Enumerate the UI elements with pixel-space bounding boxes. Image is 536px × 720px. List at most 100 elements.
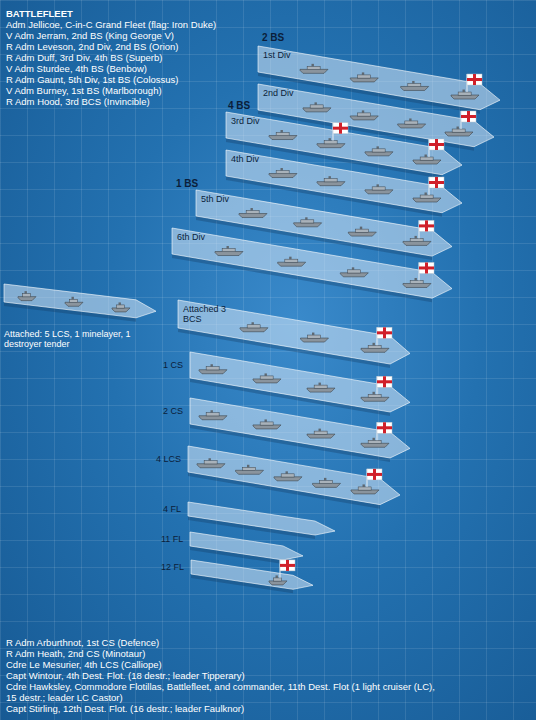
ship-funnel: [377, 184, 379, 187]
ship-superstructure: [420, 195, 433, 198]
band-arrow: [178, 300, 410, 364]
ship-funnel: [252, 322, 254, 325]
band-label: 5th Div: [201, 194, 229, 204]
ship-funnel: [265, 419, 267, 422]
commander-line: Capt Stirling, 12th Dest. Flot. (16 dest…: [6, 703, 436, 714]
ship-hull: [18, 297, 36, 301]
st-george-flag: [333, 123, 348, 134]
st-george-flag: [377, 422, 392, 433]
ship-funnel: [312, 64, 314, 67]
commander-line: Cdre Le Mesurier, 4th LCS (Calliope): [6, 659, 436, 670]
ship-funnel: [377, 146, 379, 149]
band-arrow: [188, 446, 400, 505]
ship-funnel: [211, 364, 213, 367]
ship-funnel: [360, 227, 362, 230]
ship-funnel: [227, 246, 229, 249]
band-graphic: [163, 502, 335, 545]
ship-hull: [307, 434, 335, 438]
ship-hull: [112, 308, 130, 312]
ship-funnel: [415, 278, 417, 281]
commander-line: R Adm Leveson, 2nd Div, 2nd BS (Orion): [6, 41, 256, 52]
commander-line: R Adm Duff, 3rd Div, 4th BS (Superb): [6, 52, 256, 63]
ship-hull: [301, 338, 329, 342]
commander-line: R Adm Gaunt, 5th Div, 1st BS (Colossus): [6, 74, 256, 85]
commander-line: V Adm Burney, 1st BS (Marlborough): [6, 85, 256, 96]
band-arrow: [191, 560, 313, 589]
ship-hull: [445, 132, 473, 136]
ship-superstructure: [204, 461, 217, 464]
band-label: 3rd Div: [231, 116, 260, 126]
ship-superstructure: [260, 376, 273, 379]
ship-superstructure: [206, 367, 219, 370]
squadron-label: 4 BS: [228, 100, 250, 111]
ship-hull: [253, 425, 281, 429]
ship-superstructure: [307, 66, 320, 69]
band-label: 1st Div: [263, 50, 291, 60]
ship-superstructure: [405, 121, 418, 124]
ship-hull: [239, 214, 267, 218]
ship-hull: [317, 144, 345, 148]
ship-superstructure: [69, 299, 77, 302]
commander-line: V Adm Sturdee, 4th BS (Benbow): [6, 63, 256, 74]
commander-line: R Adm Hood, 3rd BCS (Invincible): [6, 96, 256, 107]
ship-hull: [398, 124, 426, 128]
ship-superstructure: [410, 280, 423, 283]
ship-funnel: [425, 193, 427, 196]
ship-funnel: [315, 102, 317, 105]
ship-funnel: [463, 90, 465, 93]
ship-funnel: [412, 81, 414, 84]
ship-funnel: [276, 575, 278, 578]
ship-funnel: [305, 217, 307, 220]
ship-superstructure: [355, 229, 368, 232]
ship-superstructure: [420, 157, 433, 160]
ship-hull: [350, 78, 378, 82]
ship-superstructure: [247, 325, 260, 328]
flag-cross: [429, 181, 444, 184]
ship-funnel: [281, 168, 283, 171]
ship-hull: [300, 69, 328, 73]
ship-funnel: [25, 291, 27, 294]
ship-funnel: [251, 208, 253, 211]
ship-superstructure: [408, 83, 421, 86]
ship-superstructure: [116, 305, 124, 308]
flag-cross: [377, 331, 392, 334]
ship-hull: [361, 397, 389, 401]
formation-band: Attached: 5 LCS, 1 minelayer, 1 destroye…: [4, 284, 156, 351]
commander-line: R Adm Arburthnot, 1st CS (Defence): [6, 637, 436, 648]
st-george-flag: [377, 376, 392, 387]
ship-funnel: [312, 333, 314, 336]
flag-cross: [419, 266, 434, 269]
ship-hull: [365, 152, 393, 156]
band-arrow: [188, 502, 335, 535]
ship-superstructure: [368, 345, 381, 348]
commander-line: V Adm Jerram, 2nd BS (King George V): [6, 30, 256, 41]
flag-cross: [377, 380, 392, 383]
ship-funnel: [319, 429, 321, 432]
diagram-title: BATTLEFLEET: [6, 8, 256, 19]
ship-hull: [348, 232, 376, 236]
ship-hull: [361, 348, 389, 352]
band-arrow: [190, 352, 410, 412]
ship-funnel: [329, 138, 331, 141]
ship-hull: [340, 273, 368, 277]
band-label: 4 LCS: [156, 454, 181, 464]
ship-superstructure: [324, 179, 337, 182]
ship-funnel: [363, 484, 365, 487]
ship-superstructure: [285, 259, 298, 262]
ship-funnel: [72, 297, 74, 300]
ship-superstructure: [358, 487, 371, 490]
band-underside: [4, 302, 136, 322]
band-label: Attached 3 BCS: [183, 304, 231, 324]
ship-hull: [451, 95, 479, 99]
flag-cross: [461, 115, 476, 118]
ship-funnel: [281, 130, 283, 133]
formation-band: 12 FL: [161, 560, 313, 599]
band-label: Attached: 5 LCS, 1 minelayer, 1 destroye…: [4, 329, 156, 349]
ship-superstructure: [320, 480, 333, 483]
ship-hull: [294, 223, 322, 227]
band-label: 2 CS: [163, 406, 183, 416]
ship-hull: [240, 328, 268, 332]
flag-cross: [467, 78, 482, 81]
ship-hull: [317, 182, 345, 186]
